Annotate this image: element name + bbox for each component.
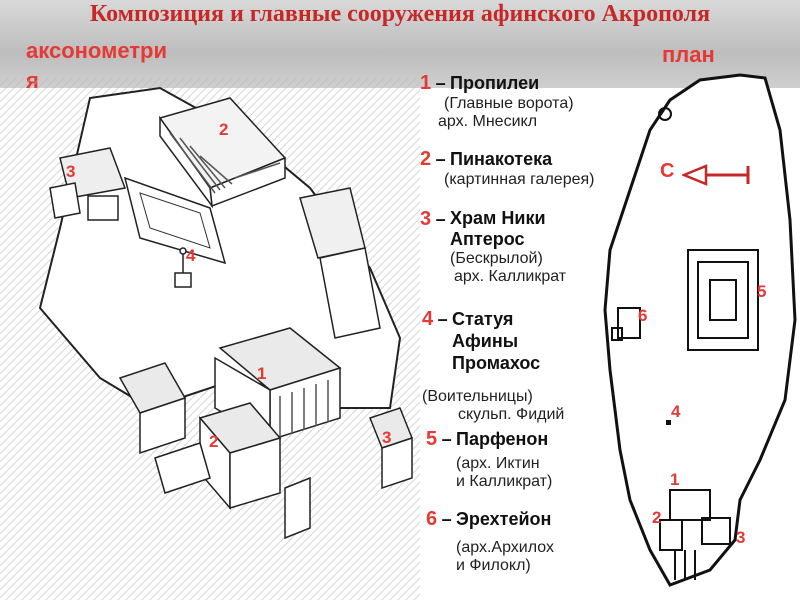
legend-item-1: 1 – Пропилеи (Главные ворота) арх. Мнеси…: [420, 72, 600, 131]
plan-marker-2: 2: [652, 508, 662, 527]
legend-name: Пинакотека: [450, 149, 553, 169]
legend-name: Эрехтейон: [456, 509, 552, 529]
legend-sub: (Бескрылой): [450, 250, 543, 267]
legend-sub: (картинная галерея): [444, 171, 595, 188]
north-label: С: [660, 160, 675, 182]
plan-marker-4: 4: [671, 402, 681, 421]
plan-drawing: [603, 73, 797, 587]
plan-label: план: [662, 42, 715, 67]
legend-num: 2: [420, 148, 432, 170]
axo-marker-5: 2: [219, 120, 229, 139]
legend-name: Храм Ники Аптерос: [450, 208, 546, 249]
legend-item-5: 5 – Парфенон (арх. Иктин и Калликрат): [426, 428, 596, 491]
propylaea-plan: [659, 489, 731, 580]
legend-item-3: 3 – Храм Ники Аптерос (Бескрылой) арх. К…: [420, 208, 600, 286]
legend-sub: арх. Калликрат: [454, 268, 567, 285]
legend-name: Статуя Афины Промахос: [452, 309, 541, 373]
legend-item-6: 6 – Эрехтейон (арх.Архилох и Филокл): [426, 508, 596, 575]
axo-marker-1: 1: [257, 364, 267, 383]
plan-marker-1: 1: [670, 470, 680, 489]
north-arrow-icon: [682, 164, 750, 186]
legend-num: 5: [426, 428, 438, 450]
legend-name: Парфенон: [456, 429, 549, 449]
axo-marker-3: 3: [382, 428, 392, 447]
statue-plan: [666, 420, 671, 425]
erechtheion-drawing: [49, 147, 127, 221]
axonometry-drawing: [0, 78, 420, 600]
legend-num: 6: [426, 508, 438, 530]
legend-num: 1: [420, 72, 432, 94]
legend-sub: (Воительницы): [422, 388, 533, 405]
title-band: [0, 0, 800, 88]
axonometry-label: аксонометрия: [26, 38, 168, 93]
athena-statue-drawing: [174, 247, 192, 288]
legend-sub: (арх. Иктин: [456, 455, 540, 472]
axo-marker-4: 4: [186, 246, 196, 265]
legend-sub: и Калликрат): [456, 473, 553, 490]
parthenon-plan: [687, 249, 759, 351]
legend-sub: (арх.Архилох: [456, 539, 554, 556]
pinakotheke-drawing: [198, 402, 282, 511]
legend-num: 3: [420, 208, 432, 230]
legend-sub: и Филокл): [456, 557, 531, 574]
legend-sub: арх. Мнесикл: [438, 113, 538, 130]
erechtheion-plan: [611, 307, 641, 341]
plan-marker-3: 3: [736, 528, 746, 547]
legend-item-2: 2 – Пинакотека (картинная галерея): [420, 148, 600, 189]
page-title: Композиция и главные сооружения афинског…: [89, 1, 711, 27]
plan-marker-5: 5: [757, 282, 767, 301]
legend-name: Пропилеи: [450, 73, 540, 93]
plan-marker-6: 6: [638, 306, 648, 325]
axo-marker-2: 2: [209, 432, 219, 451]
axo-marker-6: 3: [66, 162, 76, 181]
legend-num: 4: [422, 308, 434, 330]
parthenon-drawing: [158, 97, 287, 209]
legend-sub: скульп. Фидий: [458, 406, 565, 423]
legend-sub: (Главные ворота): [444, 95, 574, 112]
nike-temple-drawing: [369, 407, 413, 490]
legend-item-4: 4 – Статуя Афины Промахос (Воительницы) …: [422, 308, 602, 424]
